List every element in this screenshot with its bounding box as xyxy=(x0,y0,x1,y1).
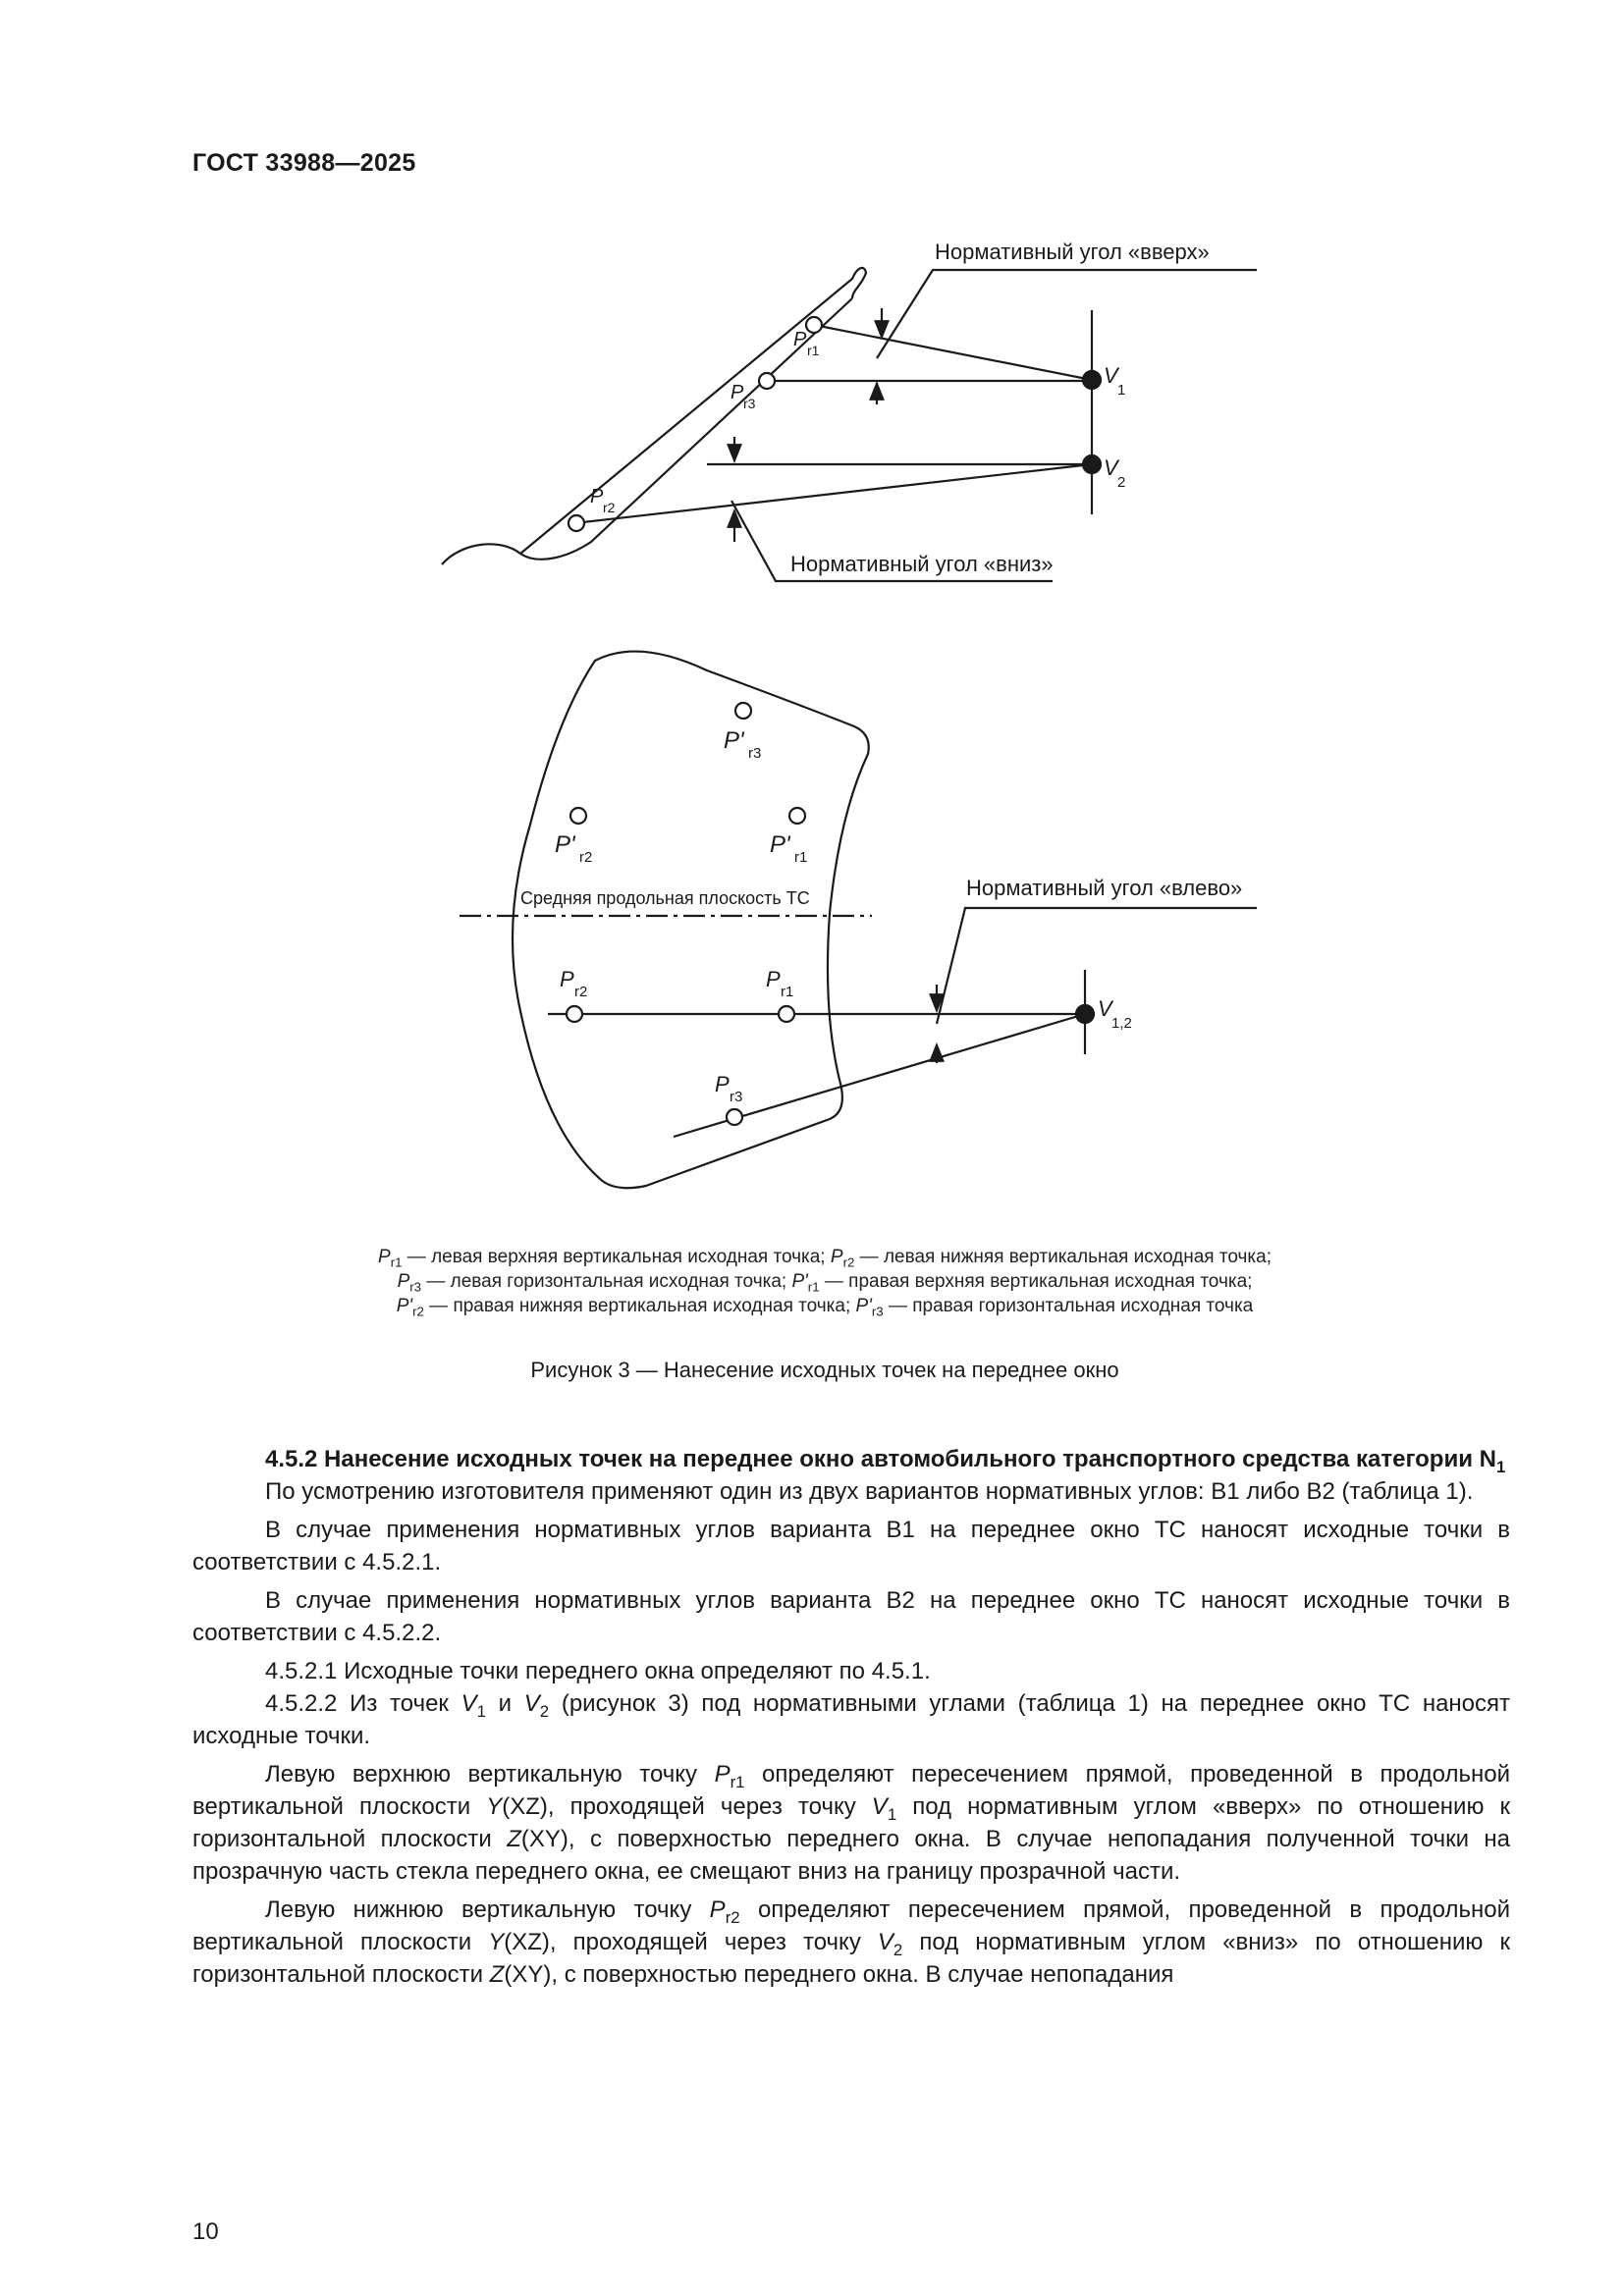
point-pr1-top-marker xyxy=(777,1004,796,1024)
label-v2: V xyxy=(1104,455,1120,480)
paragraph-variants: По усмотрению изготовителя применяют оди… xyxy=(265,1478,1474,1505)
label-pr2-top-sub: r2 xyxy=(574,984,587,1000)
section-4-5-2: 4.5.2 Нанесение исходных точек на передн… xyxy=(192,1443,1510,1991)
label-pr3-top-sub: r3 xyxy=(730,1089,742,1105)
legend-line-2: Pr3 — левая горизонтальная исходная точк… xyxy=(397,1271,1253,1295)
label-ppr1: P' xyxy=(770,831,791,858)
figure-3: Нормативный угол «вверх» Нормативный уго… xyxy=(441,240,1257,1190)
label-pr1-top: P xyxy=(766,967,781,991)
ray-pr1 xyxy=(808,322,1093,382)
label-pr1: P xyxy=(793,329,807,350)
label-v1: V xyxy=(1104,363,1120,388)
midplane-label: Средняя продольная плоскость ТС xyxy=(520,888,810,908)
paragraph-4-5-2-1: 4.5.2.1 Исходные точки переднего окна оп… xyxy=(265,1658,931,1684)
label-pr1-top-sub: r1 xyxy=(781,984,793,1000)
leader-angle-left xyxy=(935,906,1257,1025)
point-pr1-marker xyxy=(804,315,824,335)
section-heading: 4.5.2 Нанесение исходных точек на передн… xyxy=(265,1446,1506,1476)
angle-left-label: Нормативный угол «влево» xyxy=(966,876,1242,900)
angle-up-label: Нормативный угол «вверх» xyxy=(935,240,1210,264)
point-ppr3-marker xyxy=(733,701,753,721)
label-pr3-top: P xyxy=(715,1072,730,1096)
point-v12-marker xyxy=(1074,1003,1096,1025)
label-v12-sub: 1,2 xyxy=(1111,1015,1132,1032)
label-pr2: P xyxy=(590,486,604,507)
ray-pr2 xyxy=(573,462,1093,525)
figure-caption: Рисунок 3 — Нанесение исходных точек на … xyxy=(530,1358,1119,1382)
point-ppr1-marker xyxy=(787,806,807,826)
label-ppr3-sub: r3 xyxy=(748,745,761,762)
label-ppr2: P' xyxy=(555,831,576,858)
label-v1-sub: 1 xyxy=(1117,382,1125,399)
point-pr3-marker xyxy=(757,371,777,391)
paragraph-b1: В случае применения нормативных углов ва… xyxy=(192,1517,1510,1575)
side-view xyxy=(441,266,1257,583)
windshield-inner xyxy=(519,297,853,561)
label-ppr2-sub: r2 xyxy=(579,849,592,866)
paragraph-b2: В случае применения нормативных углов ва… xyxy=(192,1587,1510,1646)
windshield-outline xyxy=(511,650,870,1190)
hood-contour xyxy=(441,543,521,565)
paragraph-pr2: Левую нижнюю вертикальную точку Pr2 опре… xyxy=(192,1896,1510,1988)
label-pr1-sub: r1 xyxy=(807,343,820,358)
label-pr2-sub: r2 xyxy=(603,500,616,515)
point-ppr2-marker xyxy=(568,806,588,826)
label-v2-sub: 2 xyxy=(1117,474,1125,491)
document-code: ГОСТ 33988—2025 xyxy=(192,149,416,177)
angle-down-label: Нормативный угол «вниз» xyxy=(790,552,1054,576)
side-view-labels: Нормативный угол «вверх» Нормативный уго… xyxy=(590,240,1210,576)
leader-angle-down xyxy=(731,500,1053,583)
paragraph-pr1: Левую верхнюю вертикальную точку Pr1 опр… xyxy=(192,1761,1511,1885)
label-ppr3: P' xyxy=(724,727,745,754)
paragraph-4-5-2-2: 4.5.2.2 Из точек V1 и V2 (рисунок 3) под… xyxy=(192,1690,1511,1749)
windshield-outer xyxy=(519,266,868,555)
top-view xyxy=(460,650,1257,1190)
point-pr2-marker xyxy=(567,513,586,533)
legend-line-1: Pr1 — левая верхняя вертикальная исходна… xyxy=(378,1247,1272,1270)
label-pr3: P xyxy=(731,382,744,403)
label-ppr1-sub: r1 xyxy=(794,849,807,866)
figure-legend: Pr1 — левая верхняя вертикальная исходна… xyxy=(236,1245,1414,1318)
page-number: 10 xyxy=(192,2218,219,2245)
label-pr3-sub: r3 xyxy=(743,396,756,411)
point-v2-marker xyxy=(1081,454,1103,475)
point-pr2-top-marker xyxy=(565,1004,584,1024)
point-v1-marker xyxy=(1081,369,1103,391)
legend-line-3: P'r2 — правая нижняя вертикальная исходн… xyxy=(396,1296,1254,1319)
point-pr3-top-marker xyxy=(725,1107,744,1127)
leader-angle-up xyxy=(876,268,1257,359)
label-v12: V xyxy=(1098,996,1114,1021)
top-view-labels: Нормативный угол «влево» Средняя продоль… xyxy=(520,727,1242,1105)
label-pr2-top: P xyxy=(560,967,574,991)
